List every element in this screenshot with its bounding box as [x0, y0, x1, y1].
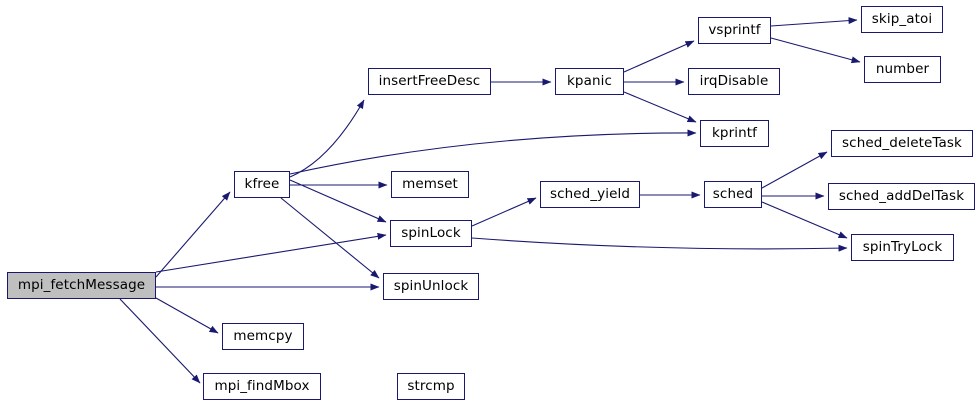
edge-vsprintf-to-number [770, 37, 861, 64]
node-skip_atoi[interactable]: skip_atoi [861, 6, 943, 33]
node-sched_yield[interactable]: sched_yield [540, 181, 640, 208]
node-label: vsprintf [708, 21, 761, 38]
node-label: spinLock [401, 224, 461, 241]
node-mpi_findMbox[interactable]: mpi_findMbox [203, 373, 321, 400]
edge-vsprintf-to-skip_atoi [770, 17, 858, 27]
node-label: strcmp [407, 377, 455, 394]
node-label: skip_atoi [871, 10, 933, 27]
node-label: insertFreeDesc [378, 72, 481, 89]
edge-mpi_fetchMessage-to-kfree [155, 191, 231, 278]
node-spinLock[interactable]: spinLock [390, 220, 472, 247]
edge-sched-to-sched_deleteTask [761, 151, 828, 189]
node-kprintf[interactable]: kprintf [700, 120, 769, 147]
node-mpi_fetchMessage[interactable]: mpi_fetchMessage [7, 272, 156, 299]
node-vsprintf[interactable]: vsprintf [698, 17, 771, 44]
node-label: memset [402, 175, 458, 192]
node-label: mpi_findMbox [214, 377, 310, 394]
node-label: mpi_fetchMessage [17, 276, 146, 293]
node-irqDisable[interactable]: irqDisable [688, 68, 780, 95]
node-label: sched_deleteTask [842, 134, 962, 151]
node-sched_deleteTask[interactable]: sched_deleteTask [831, 130, 973, 157]
node-label: spinTryLock [862, 238, 943, 255]
edge-kfree-to-insertFreeDesc [289, 99, 365, 178]
node-label: sched_yield [549, 185, 631, 202]
node-label: memcpy [233, 327, 293, 344]
node-spinTryLock[interactable]: spinTryLock [851, 234, 954, 261]
node-spinUnlock[interactable]: spinUnlock [383, 273, 479, 300]
edge-kfree-to-spinUnlock [280, 197, 380, 279]
node-label: kfree [244, 175, 280, 192]
node-sched_addDelTask[interactable]: sched_addDelTask [828, 183, 975, 210]
node-label: number [875, 60, 930, 77]
edge-spinLock-to-spinTryLock [471, 237, 848, 252]
node-number[interactable]: number [864, 56, 941, 83]
node-label: sched [712, 185, 754, 202]
node-memset[interactable]: memset [391, 171, 469, 198]
edge-kfree-to-kprintf [289, 129, 697, 175]
edge-kpanic-to-kprintf [623, 91, 697, 123]
edge-kpanic-to-vsprintf [623, 40, 695, 73]
edge-mpi_fetchMessage-to-mpi_findMbox [119, 298, 201, 384]
node-sched[interactable]: sched [704, 181, 762, 208]
edge-mpi_fetchMessage-to-memcpy [155, 297, 219, 334]
node-label: irqDisable [699, 72, 769, 89]
node-insertFreeDesc[interactable]: insertFreeDesc [368, 68, 491, 95]
node-strcmp[interactable]: strcmp [397, 373, 465, 400]
node-kfree[interactable]: kfree [234, 171, 290, 198]
node-label: kprintf [712, 124, 757, 141]
node-label: kpanic [567, 72, 612, 89]
edge-kfree-to-spinLock [289, 179, 387, 223]
edge-spinLock-to-sched_yield [471, 197, 537, 227]
node-label: spinUnlock [393, 277, 469, 294]
node-memcpy[interactable]: memcpy [222, 323, 304, 350]
node-kpanic[interactable]: kpanic [555, 68, 624, 95]
node-label: sched_addDelTask [838, 187, 965, 204]
edge-mpi_fetchMessage-to-spinLock [155, 232, 387, 273]
